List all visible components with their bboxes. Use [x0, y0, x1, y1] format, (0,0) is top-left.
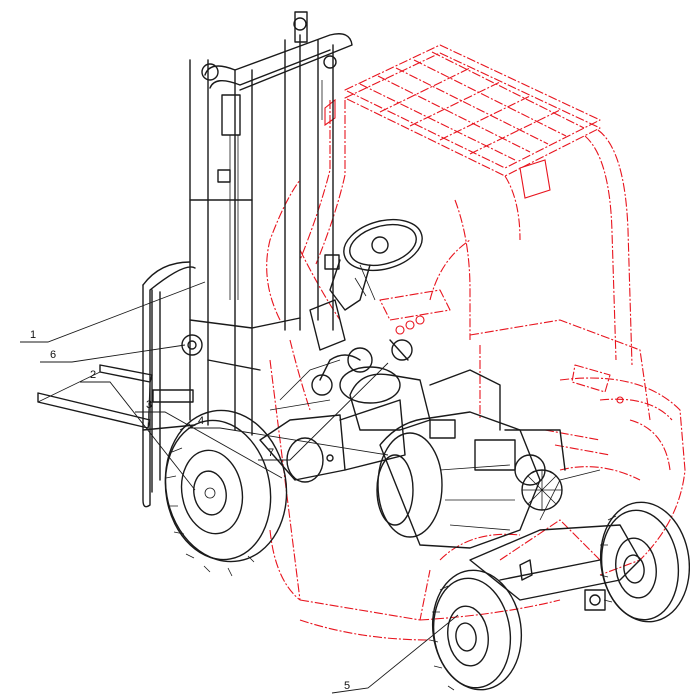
- body-details: [379, 289, 624, 456]
- callout-label-2: 2: [90, 369, 96, 381]
- rear-wheel-right: [599, 501, 690, 623]
- phantom-body: [266, 44, 686, 641]
- rear-wheel-left: [429, 569, 523, 691]
- callout-label-3: 3: [146, 399, 152, 411]
- callout-label-5: 5: [344, 680, 350, 692]
- callout-4: 4: [188, 415, 389, 456]
- overhead-guard-pillars: [299, 100, 633, 366]
- callouts: 1 6 2 3 4 7 5: [20, 281, 459, 694]
- body-hood: [429, 239, 651, 421]
- callout-6: 6: [40, 344, 186, 363]
- carriage-and-backrest: [142, 261, 203, 508]
- front-wheel-tire: [164, 409, 288, 577]
- callout-1: 1: [20, 281, 206, 343]
- engine: [376, 369, 566, 549]
- forks: [37, 364, 153, 429]
- lower-chassis: [266, 98, 601, 641]
- mast-assembly: [189, 11, 353, 436]
- callout-label-6: 6: [50, 349, 56, 361]
- callout-2: 2: [80, 369, 196, 491]
- callout-3: 3: [135, 399, 283, 479]
- overhead-guard-roof: [344, 44, 601, 177]
- steering-column: [309, 218, 423, 361]
- callout-7: 7: [258, 362, 389, 461]
- callout-label-4: 4: [198, 415, 204, 427]
- callout-5: 5: [331, 614, 459, 694]
- steer-axle: [469, 469, 641, 611]
- callout-label-1: 1: [30, 329, 36, 341]
- transmission: [311, 347, 431, 431]
- callout-label-7: 7: [268, 447, 274, 459]
- counterweight: [559, 377, 686, 576]
